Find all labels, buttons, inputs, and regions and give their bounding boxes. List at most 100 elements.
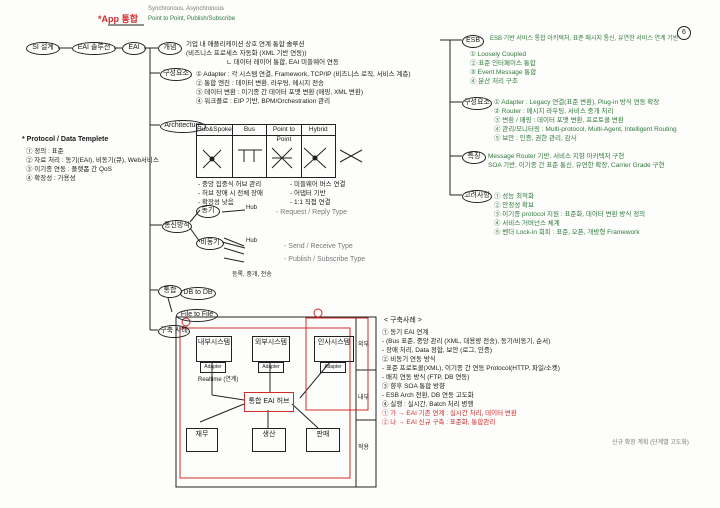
side-label-internal: 내부 [358,395,370,401]
side-label-apply: 적용 [358,445,370,451]
adapter-box: Adapter [200,362,226,373]
integration-node: 통합 [158,285,182,298]
arch-note: - 미들웨어 버스 연결 [290,181,346,188]
concept-line: ㄴ 데이터 레이어 통합, EAI 미들웨어 연동 [226,59,339,66]
async-node: 비동기 [196,237,224,250]
esb-consider: ③ 이기종 protocol 지원 : 표준화, 데이터 변환 방식 정의 [494,211,646,218]
esb-feature: SOA 기반, 이기종 간 표준 통신, 유연한 확장, Carrier Gra… [488,162,665,169]
app-integration-title: *App 통합 [98,14,139,24]
arch-note: - 허브 장애 시 전체 장애 [198,190,264,197]
esb-consider: ⑤ 벤더 Lock-in 회피 : 표준, 오픈, 개방형 Framework [494,229,640,236]
adapter-box: Adapter [320,362,346,373]
concept-text: 기업 내 애플리케이션 상호 연계 통합 솔루션 (비즈니스 프로세스 자동화 … [186,40,339,67]
arch-note: - 1:1 직접 연결 [290,199,331,206]
system-box-finance: 재무 [186,428,218,452]
adapter-box: Adapter [258,362,284,373]
case-note: - 표준 프로토콜(XML), 이기종 간 연동 Protocol(HTTP, … [382,365,560,372]
arch-header-p2p: Point to Point [267,125,301,143]
case-note: - ESB Arch 전환, DB 연동 고도화 [382,392,474,399]
esb-component: ② Router : 메시지 라우팅, 서비스 중개 처리 [494,108,614,115]
esb-definition: ESB 기반 서비스 통합 아키텍처, 표준 메시지 통신, 유연한 서비스 연… [490,36,679,42]
left-note-list: ① 정의 : 표준 ② 자료 처리 : 동기(EAI), 비동기(큐), Web… [26,147,159,183]
esb-components-list: ① Adapter : Legacy 연결(표준 변환), Plug-in 방식… [494,98,677,143]
case-note: ① 가 → EAI 기존 연계 : 실시간 처리, 데이터 변환 [382,410,517,417]
arch-note: - 중앙 집중식 허브 관리 [198,181,262,188]
left-note-item: ③ 이기종 연동 : 플랫폼 간 QoS [26,166,112,173]
arch-header-hybrid: Hybrid [301,125,336,136]
component-item: ② 통합 엔진 : 데이터 변환, 라우팅, 메시지 전송 [196,80,325,87]
case-note: ② 나 → EAI 신규 구축 : 표준화, 통합관리 [382,419,496,426]
realtime-label: Realtime (연계) [198,377,239,383]
case-note: - 배치 연동 방식 (FTP, DB 연동) [382,374,470,381]
case-bracket-note: 신규 확장 계획 (단계별 고도화) [612,440,689,446]
component-item: ④ 워크플로 : EIP 기반, BPM/Orchestration 관리 [196,98,331,105]
page-number: 6 [677,26,691,40]
file-to-file-node: File to File [176,309,218,322]
architecture-node: Architecture [160,120,206,133]
case-note: ① 동기 EAI 연계 [382,329,429,336]
eai-hub-box: 통합 EAI 허브 [244,392,294,412]
hub-label: Hub [246,205,258,211]
esb-item: ④ 분산 처리 구조 [470,78,518,85]
case-note: ② 비동기 연동 방식 [382,356,436,363]
sync-node: 동기 [196,205,220,218]
case-notes: ① 동기 EAI 연계 - (Bus 표준, 중앙 관리 (XML, 대용량 전… [382,328,560,427]
db-to-db-node: DB to DB [180,287,216,300]
pattern-note: Synchronous, Asynchronous [148,6,225,12]
send-receive-note: - Send / Receive Type [284,243,353,250]
case-note: ④ 실행 : 실시간, Batch 처리 병행 [382,401,474,408]
architecture-notes-left: - 중앙 집중식 허브 관리 - 허브 장애 시 전체 장애 - 확장성 낮음 [198,180,263,207]
esb-component: ⑤ 보안 : 인증, 권한 관리, 감사 [494,135,577,142]
concept-line: (비즈니스 프로세스 자동화 (XML 기반 연동)) [186,50,307,57]
eai-solution-node: EAI 솔루션 [72,42,116,55]
esb-consider: ② 안정성 확보 [494,202,535,209]
esb-feature-list: Message Router 기반, 서비스 지향 아키텍처 구현 SOA 기반… [488,152,664,170]
case-title: < 구축사례 > [384,317,422,324]
left-note-item: ② 자료 처리 : 동기(EAI), 비동기(큐), Web서비스 [26,157,159,164]
system-box-internal: 내부시스템 [196,336,232,362]
system-box-external: 외부시스템 [252,336,290,362]
left-note-item: ① 정의 : 표준 [26,148,64,155]
architecture-notes-right: - 미들웨어 버스 연결 - 어댑터 기반 - 1:1 직접 연결 [290,180,345,207]
system-box-production: 생산 [252,428,286,452]
arch-note: - 확장성 낮음 [198,199,234,206]
esb-item: ① Loosely Coupled [470,51,527,58]
register-note: 등록, 중개, 전송 [232,272,272,278]
pattern-note-2: Point to Point, Publish/Subscribe [148,16,236,22]
eai-node: EAI [122,42,146,55]
concept-line: 기업 내 애플리케이션 상호 연계 통합 솔루션 [186,41,305,48]
esb-consider-list: ① 성능 최적화 ② 안정성 확보 ③ 이기종 protocol 지원 : 표준… [494,192,645,237]
communication-node: 통신방식 [162,220,192,233]
side-label-external: 외부 [358,342,370,348]
esb-consider: ④ 서비스 거버넌스 체계 [494,220,560,227]
esb-components-node: 구성요소 [462,97,492,110]
case-note: ③ 향후 SOA 통합 방향 [382,383,445,390]
system-box-hr: 인사시스템 [314,336,354,362]
component-item: ③ 데이터 변환 : 이기종 간 데이터 포맷 변환 (매핑, XML 변환) [196,89,364,96]
esb-feature: Message Router 기반, 서비스 지향 아키텍처 구현 [488,153,625,160]
esb-component: ④ 관리/모니터링 : Multi-protocol, Multi-Agent,… [494,126,677,133]
arch-note: - 어댑터 기반 [290,190,326,197]
concept-node: 개념 [158,42,182,55]
arch-header-hub: Hub&Spoke [197,125,232,136]
esb-node: ESB [462,35,484,48]
request-reply-note: - Request / Reply Type [276,209,348,216]
esb-item: ② 표준 인터페이스 통합 [470,60,536,67]
example-node: 구축 사례 [158,325,190,338]
esb-component: ① Adapter : Legacy 연결(표준 변환), Plug-in 방식… [494,99,660,106]
pub-sub-note: - Publish / Subscribe Type [284,256,366,263]
esb-consider: ① 성능 최적화 [494,193,535,200]
esb-consider-node: 고려사항 [462,190,492,203]
arch-header-bus: Bus [232,125,267,136]
left-note-item: ④ 확장성 : 가용성 [26,175,76,182]
component-item: ① Adapter : 각 시스템 연결, Framework, TCP/IP … [196,71,411,78]
left-note-title: * Protocol / Data Templete [22,136,109,143]
case-note: - (Bus 표준, 중앙 관리 (XML, 대용량 전송), 동기/비동기, … [382,338,551,345]
hub-label-2: Hub [246,238,258,244]
components-list: ① Adapter : 각 시스템 연결, Framework, TCP/IP … [196,70,411,106]
root-node: SI 설계 [26,42,60,55]
system-box-sales: 판매 [306,428,340,452]
architecture-table: Hub&Spoke Bus Point to Point Hybrid [196,124,336,178]
components-node: 구성요소 [160,68,192,81]
